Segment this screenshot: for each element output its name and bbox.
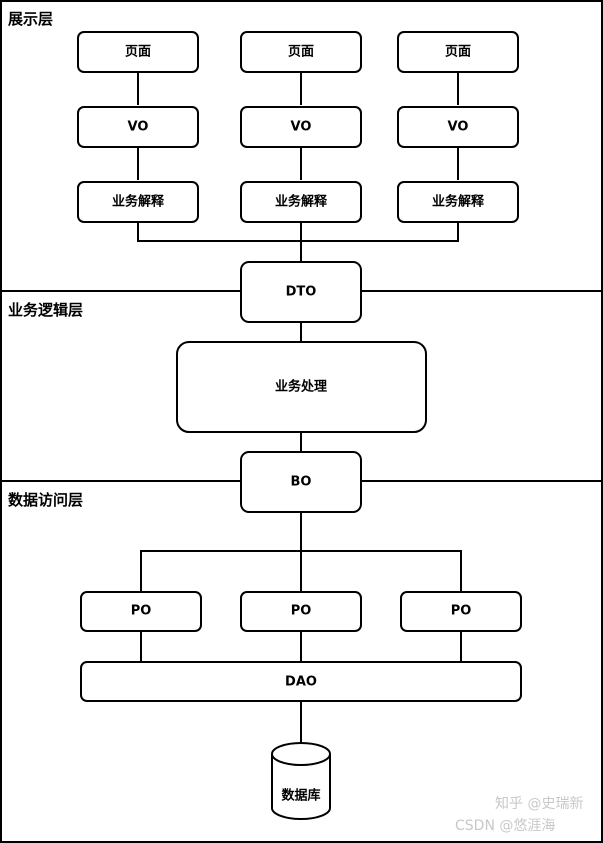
page-box-3: 页面 [397, 31, 519, 73]
vo-label: VO [291, 120, 312, 135]
process-label: 业务处理 [275, 379, 327, 395]
interpret-box-3: 业务解释 [397, 181, 519, 223]
dto-box: DTO [240, 261, 362, 323]
page-box-2: 页面 [240, 31, 362, 73]
database-label: 数据库 [281, 788, 320, 804]
interpret-box-2: 业务解释 [240, 181, 362, 223]
vo-box-1: VO [77, 106, 199, 148]
dto-label: DTO [286, 285, 317, 300]
interpret-box-1: 业务解释 [77, 181, 199, 223]
connector-interpret-bus [137, 222, 459, 242]
bo-box: BO [240, 451, 362, 513]
interpret-label: 业务解释 [112, 194, 165, 210]
layer-title-business: 业务逻辑层 [8, 301, 83, 319]
database-top [271, 742, 331, 766]
layer-title-data-access: 数据访问层 [8, 491, 83, 509]
process-box: 业务处理 [176, 341, 427, 433]
po-box-3: PO [400, 591, 522, 632]
vo-label: VO [128, 120, 149, 135]
po-label: PO [131, 604, 152, 619]
interpret-label: 业务解释 [432, 194, 485, 210]
po-label: PO [451, 604, 472, 619]
page-label: 页面 [445, 45, 471, 60]
layer-title-presentation: 展示层 [8, 10, 53, 28]
vo-box-3: VO [397, 106, 519, 148]
interpret-label: 业务解释 [275, 194, 328, 210]
dao-label: DAO [285, 675, 317, 690]
bo-label: BO [291, 475, 312, 490]
watermark-zhihu: 知乎 @史瑞新 [495, 795, 583, 812]
database-body [271, 754, 331, 820]
vo-label: VO [448, 120, 469, 135]
dao-box: DAO [80, 661, 522, 702]
po-box-2: PO [240, 591, 362, 632]
po-label: PO [291, 604, 312, 619]
vo-box-2: VO [240, 106, 362, 148]
database-cylinder: 数据库 [271, 742, 331, 820]
page-label: 页面 [125, 45, 151, 60]
po-box-1: PO [80, 591, 202, 632]
page-box-1: 页面 [77, 31, 199, 73]
page-label: 页面 [288, 45, 314, 60]
watermark-csdn: CSDN @悠涯海 [455, 818, 555, 834]
